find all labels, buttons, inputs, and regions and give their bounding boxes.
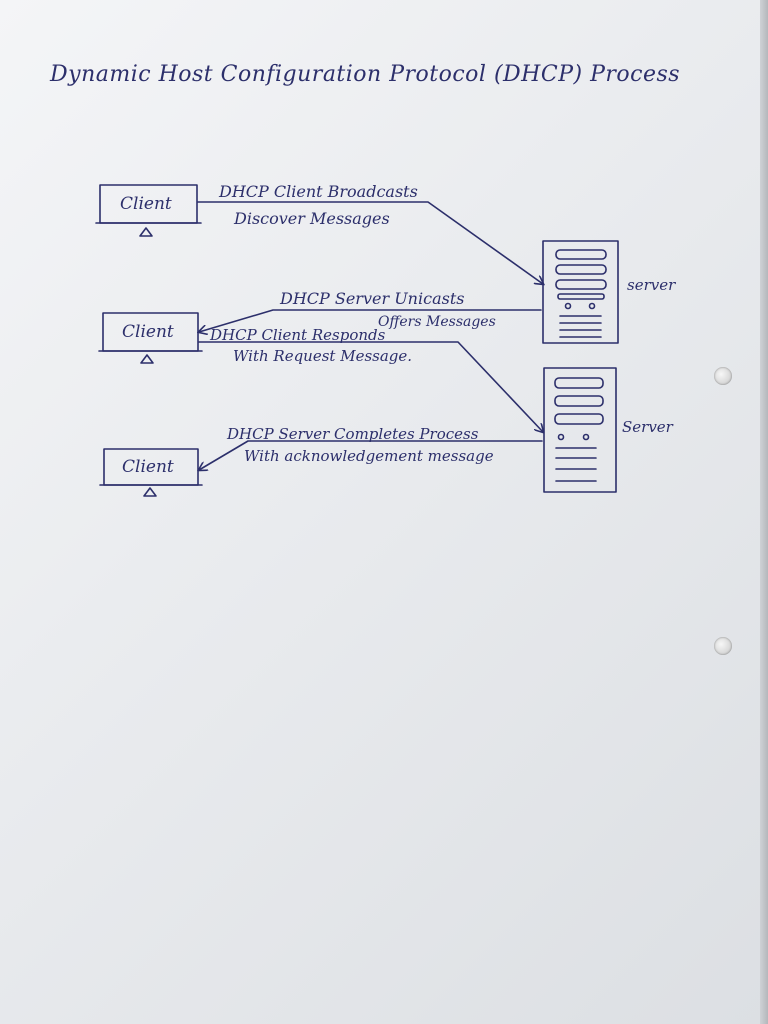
client-label-1: Client	[120, 194, 172, 214]
server-tower-icon	[543, 367, 617, 493]
client-node-1: Client	[95, 184, 202, 237]
server-label-2: Server	[622, 418, 674, 436]
client-label-2: Client	[122, 322, 174, 342]
arrow-acknowledge	[199, 440, 543, 470]
punch-hole-top	[714, 367, 732, 385]
server-label-1: server	[627, 276, 676, 294]
arrow-offer	[199, 309, 542, 332]
client-stand-icon	[140, 354, 154, 364]
punch-hole-bottom	[714, 637, 732, 655]
arrow-discover	[197, 201, 543, 284]
message-label: With acknowledgement message	[244, 447, 494, 465]
arrow-request	[198, 341, 543, 432]
client-stand-icon	[143, 487, 157, 497]
client-stand-icon	[139, 227, 153, 237]
server-node-1: server	[542, 240, 676, 344]
message-label: Discover Messages	[233, 209, 390, 228]
diagram-title: Dynamic Host Configuration Protocol (DHC…	[50, 62, 681, 87]
message-offer: DHCP Server Unicasts Offers Messages	[199, 289, 542, 332]
message-label: With Request Message.	[233, 347, 412, 365]
server-tower-icon	[542, 240, 619, 344]
server-node-2: Server	[543, 367, 674, 493]
message-label: DHCP Server Unicasts	[279, 289, 464, 308]
client-node-2: Client	[98, 312, 203, 364]
message-label: DHCP Client Broadcasts	[218, 182, 418, 201]
message-discover: DHCP Client Broadcasts Discover Messages	[197, 182, 543, 284]
client-node-3: Client	[99, 448, 203, 497]
message-request: DHCP Client Responds With Request Messag…	[198, 326, 543, 432]
message-acknowledge: DHCP Server Completes Process With ackno…	[199, 425, 543, 470]
message-label: Offers Messages	[378, 314, 496, 330]
client-label-3: Client	[122, 457, 174, 477]
message-label: DHCP Client Responds	[209, 326, 386, 344]
paper-edge	[760, 0, 768, 1024]
message-label: DHCP Server Completes Process	[226, 425, 479, 443]
